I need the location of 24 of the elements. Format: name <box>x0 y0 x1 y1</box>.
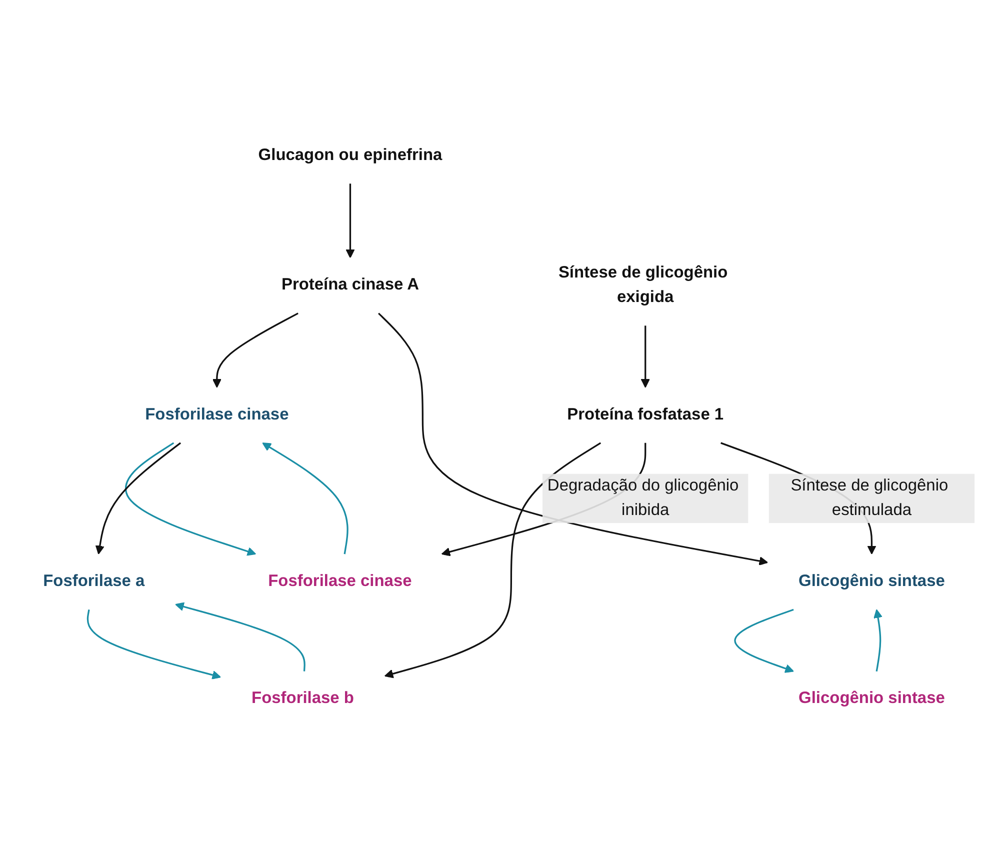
arrow <box>640 326 650 388</box>
arrow <box>384 442 602 678</box>
arrow <box>734 608 794 673</box>
arrow <box>346 184 355 258</box>
node-text: Glucagon ou epinefrina <box>258 146 442 164</box>
node-text: Fosforilase a <box>43 572 145 590</box>
edge-label: Degradação do glicogênio inibida <box>547 476 739 520</box>
arrow <box>86 609 222 680</box>
node-text: Glicogênio sintase <box>798 572 945 590</box>
node-text: Glicogênio sintase <box>798 690 945 708</box>
node-text: Fosforilase cinase <box>268 572 412 590</box>
arrow <box>378 312 768 566</box>
node-text: Fosforilase cinase <box>145 406 289 424</box>
node-text: Fosforilase b <box>252 690 354 708</box>
node-text: Proteína fosfatase 1 <box>567 406 724 424</box>
arrow <box>212 312 298 388</box>
node-text: Síntese de glicogênio exigida <box>558 264 728 306</box>
node-text: Proteína cinase A <box>281 276 420 294</box>
arrow <box>95 442 182 554</box>
arrow <box>125 442 256 556</box>
arrow <box>175 602 306 672</box>
arrow <box>262 442 348 554</box>
arrow <box>874 609 882 672</box>
edge-label: Síntese de glicogênio estimulada <box>790 476 948 520</box>
